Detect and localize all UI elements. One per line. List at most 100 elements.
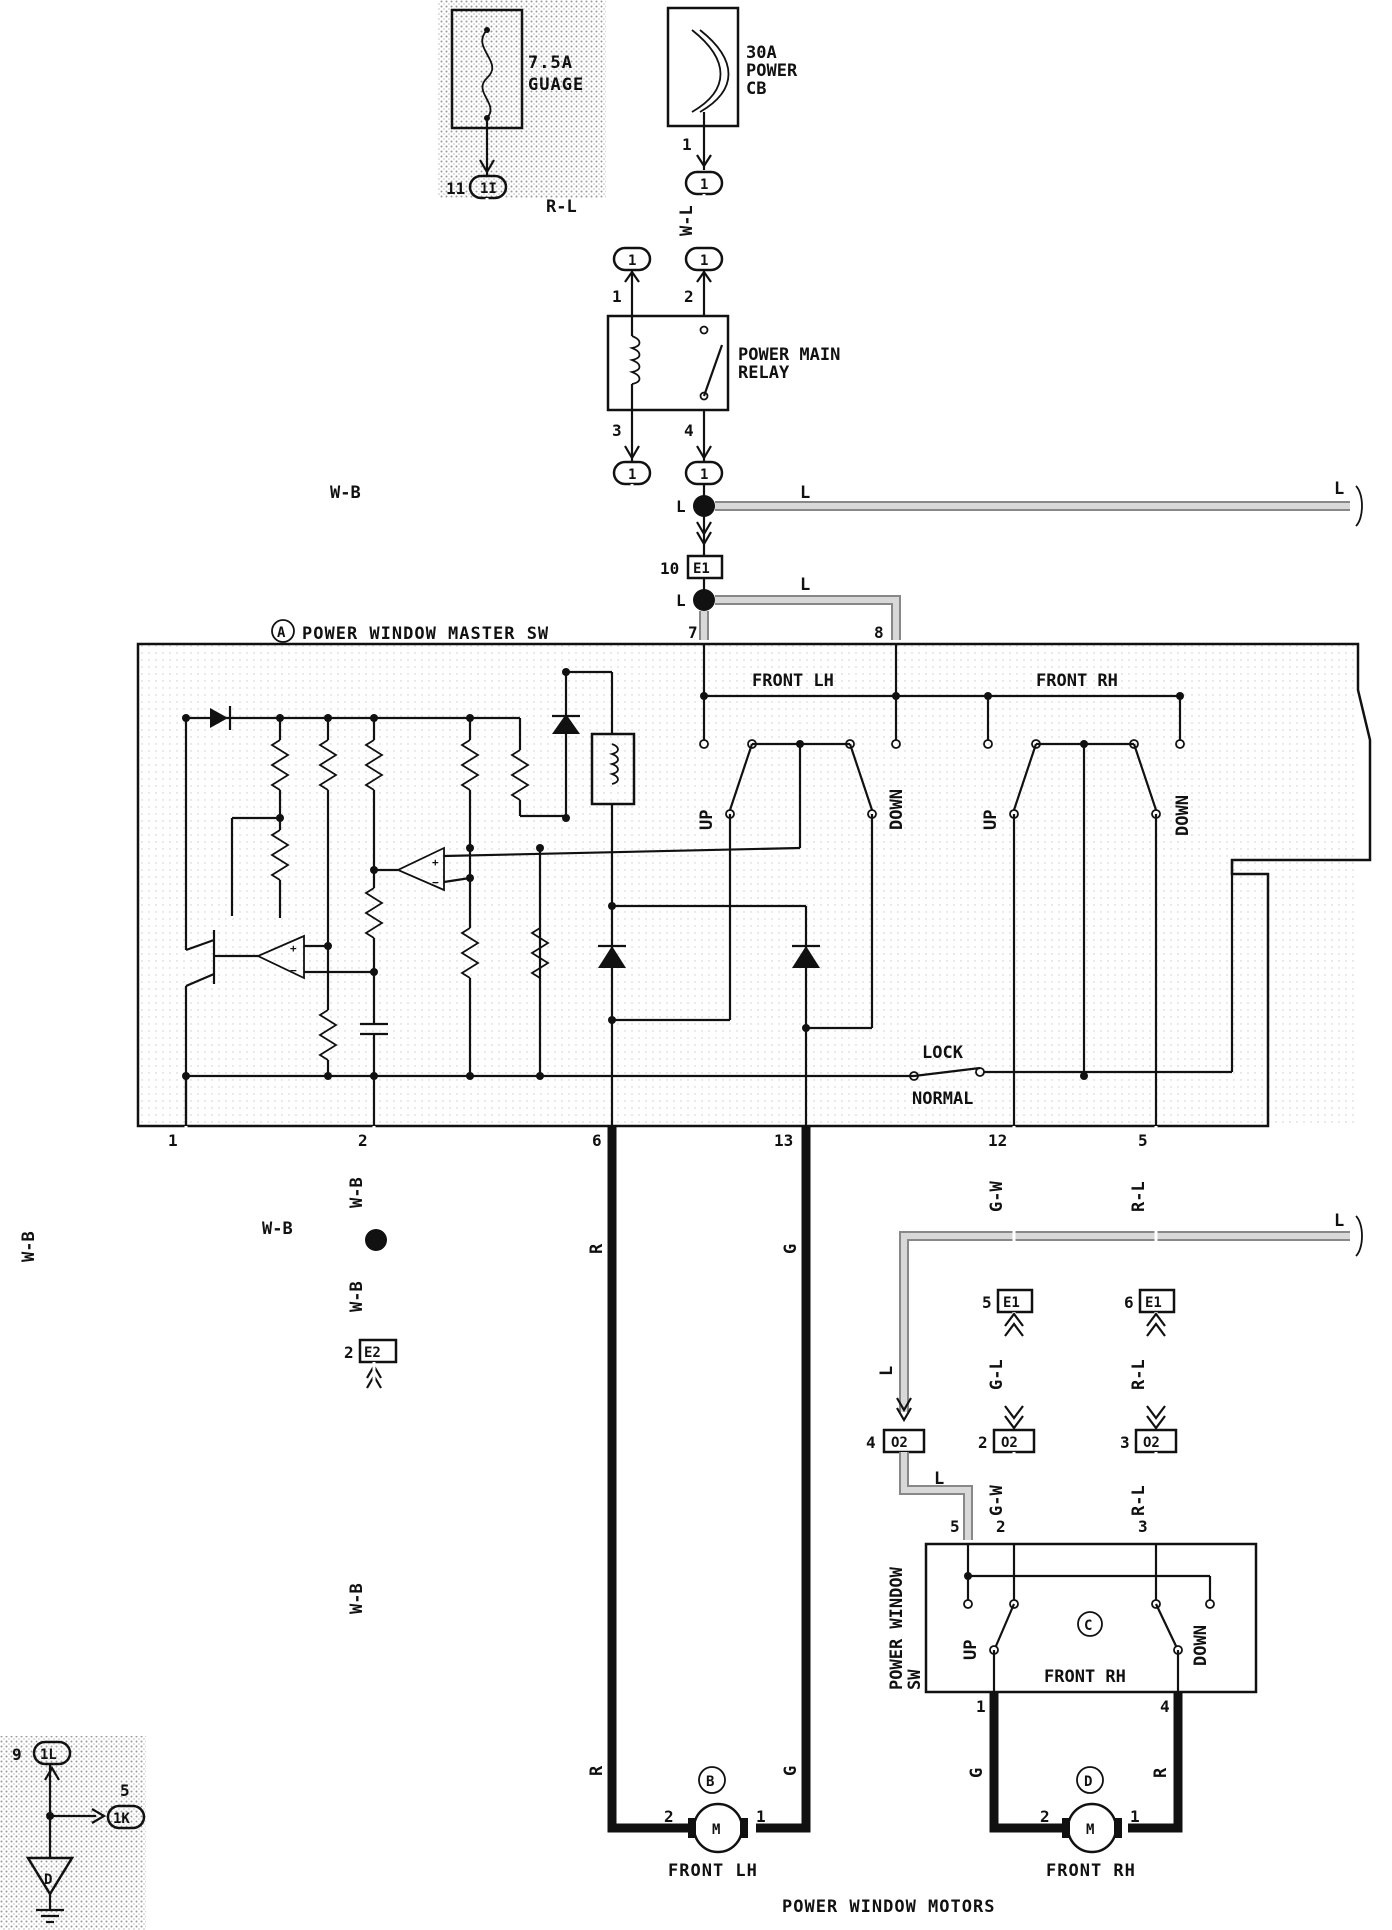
front-lh-down-label: DOWN	[887, 789, 907, 830]
svg-text:+: +	[432, 856, 439, 869]
front-lh-heading: FRONT LH	[752, 671, 834, 691]
wire-l-label-lower: L	[934, 1469, 944, 1489]
svg-text:3: 3	[1120, 1433, 1130, 1452]
diode-lh-up-icon	[598, 946, 626, 968]
svg-text:7: 7	[688, 623, 698, 642]
pw-sw-line1: POWER WINDOW	[887, 1566, 907, 1690]
wire-r-label-upper: R	[587, 1243, 607, 1254]
motor-b-letter: B	[706, 1774, 714, 1790]
wire-w-b-label-e2: W-B	[347, 1281, 367, 1312]
connector-1l	[32, 1740, 72, 1766]
wire-g-w-label-upper: G-W	[987, 1181, 1007, 1212]
wire-r-l-label-mid: R-L	[1129, 1359, 1149, 1390]
svg-text:4: 4	[684, 421, 694, 440]
motor-lh-label: FRONT LH	[668, 1861, 758, 1881]
resistor-icon	[270, 829, 290, 881]
power-window-motors-title: POWER WINDOW MOTORS	[782, 1897, 995, 1917]
svg-text:3: 3	[612, 421, 622, 440]
pw-sw-front-rh: FRONT RH	[1044, 1667, 1126, 1687]
wire-r-rh	[1128, 1692, 1183, 1833]
wire-r-l-label: R-L	[546, 197, 577, 217]
svg-text:−: −	[432, 876, 439, 889]
svg-text:3: 3	[1138, 1517, 1148, 1536]
svg-text:L: L	[676, 497, 686, 516]
splice-point-top	[693, 495, 715, 517]
wire-w-b-label-pin2: W-B	[347, 1177, 367, 1208]
diode-relay-icon	[552, 714, 580, 734]
front-rh-heading: FRONT RH	[1036, 671, 1118, 691]
wire-w-b-label-top: W-B	[330, 483, 361, 503]
svg-text:1K: 1K	[113, 1811, 130, 1827]
motor-front-lh: B M 2 1 FRONT LH	[664, 1766, 766, 1881]
svg-text:2: 2	[344, 1343, 354, 1362]
svg-text:5: 5	[1138, 1131, 1148, 1150]
svg-text:L: L	[676, 591, 686, 610]
pw-sw-line2: SW	[905, 1669, 925, 1690]
pw-sw-letter: C	[1084, 1618, 1092, 1634]
svg-text:4: 4	[866, 1433, 876, 1452]
fuse-amp-label: 7.5A	[528, 53, 573, 73]
front-rh-down-label: DOWN	[1173, 795, 1193, 836]
svg-text:1: 1	[168, 1131, 178, 1150]
svg-text:1: 1	[612, 287, 622, 306]
motor-rh-icon	[1066, 1802, 1118, 1854]
wire-l-label-right: L	[1334, 1211, 1344, 1231]
svg-text:8: 8	[874, 623, 884, 642]
svg-text:E1: E1	[1145, 1295, 1162, 1311]
wire-g-label-upper: G	[781, 1244, 801, 1254]
svg-text:1: 1	[628, 253, 636, 269]
wire-l-label-top-right: L	[1334, 479, 1344, 499]
svg-text:O2: O2	[891, 1435, 908, 1451]
fuse-icon	[481, 29, 494, 119]
svg-text:1: 1	[628, 467, 636, 483]
comparator-icon	[255, 934, 305, 980]
svg-text:13: 13	[774, 1131, 793, 1150]
svg-text:1: 1	[700, 467, 708, 483]
diode-control-icon	[210, 708, 228, 728]
wire-g-lh	[756, 1126, 811, 1833]
svg-text:O2: O2	[1143, 1435, 1160, 1451]
pw-sw-up-label: UP	[961, 1640, 981, 1660]
splice-point-e1	[693, 589, 715, 611]
motor-d-letter: D	[1084, 1774, 1092, 1790]
circuit-breaker: 30A POWER CB	[666, 6, 798, 128]
splice-point-ground	[365, 1229, 387, 1251]
connector-1i: 1I 11	[446, 174, 508, 200]
wire-l-label-pin8: L	[800, 575, 810, 595]
svg-text:1L: 1L	[40, 1747, 57, 1763]
ground-area: 1L 9 1K 5 D	[0, 1736, 146, 1930]
auto-relay-coil-icon	[608, 743, 619, 785]
power-window-switch-rh: POWER WINDOW SW C FRONT RH UP DOWN	[887, 1542, 1258, 1694]
cb-amp-label: 30A	[746, 43, 777, 63]
resistor-icon	[530, 927, 550, 979]
resistor-icon	[318, 1009, 338, 1061]
ground-letter: D	[44, 1872, 52, 1888]
ground-point-icon	[25, 1856, 75, 1897]
front-rh-switch: UP DOWN	[981, 696, 1193, 1126]
auto-down-control-circuit: + − + −	[182, 668, 801, 1126]
wire-r-label-lower: R	[587, 1765, 607, 1776]
front-lh-switch: UP DOWN	[697, 696, 907, 848]
connector-1k	[106, 1804, 146, 1830]
svg-text:−: −	[290, 964, 297, 977]
motor-front-rh: D M 2 1 FRONT RH	[1040, 1766, 1140, 1881]
svg-text:6: 6	[1124, 1293, 1134, 1312]
svg-text:2: 2	[996, 1517, 1006, 1536]
wire-g-label-rh: G	[967, 1768, 987, 1778]
master-sw-title: POWER WINDOW MASTER SW	[302, 624, 549, 644]
svg-text:2: 2	[358, 1131, 368, 1150]
wire-w-b-label-lower: W-B	[347, 1583, 367, 1614]
wire-l-label-o2-pin4: L	[877, 1366, 897, 1376]
svg-text:E1: E1	[1003, 1295, 1020, 1311]
svg-text:1: 1	[700, 253, 708, 269]
motor-lh-icon	[692, 1802, 744, 1854]
pw-sw-down-switch-icon	[1155, 1603, 1177, 1647]
front-rh-up-label: UP	[981, 810, 1001, 830]
cb-line1: POWER	[746, 61, 798, 81]
svg-text:1: 1	[976, 1697, 986, 1716]
svg-text:5: 5	[950, 1517, 960, 1536]
normal-label: NORMAL	[912, 1089, 973, 1109]
svg-text:1: 1	[1130, 1807, 1140, 1826]
svg-text:1: 1	[756, 1807, 766, 1826]
